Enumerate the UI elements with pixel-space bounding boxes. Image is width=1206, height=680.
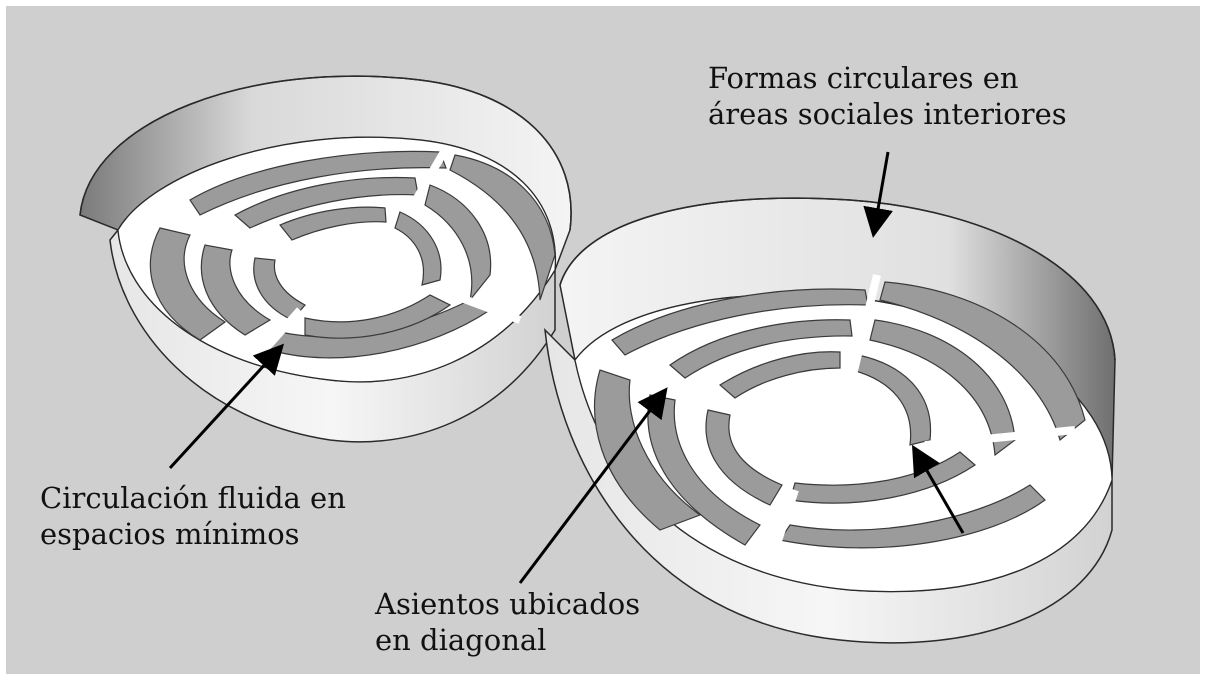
annotation-diagonal-seats: Asientos ubicados en diagonal — [375, 586, 640, 658]
right-aisles — [603, 274, 1076, 567]
right-seats-middle-ring — [647, 319, 1016, 546]
right-seats-inner-ring — [705, 351, 932, 506]
annotation-fluid-circulation-line2: espacios mínimos — [40, 517, 300, 551]
arrow-seat-detail — [911, 444, 965, 534]
left-seats-inner-ring — [253, 206, 442, 321]
annotation-fluid-circulation: Circulación fluida en espacios mínimos — [40, 480, 346, 552]
arrow-fluid-circulation — [168, 343, 285, 470]
annotation-circular-forms: Formas circulares en áreas sociales inte… — [708, 60, 1067, 132]
left-seats-outer-ring — [149, 150, 556, 359]
arrow-diagonal-seats — [518, 387, 668, 584]
annotation-circular-forms-line2: áreas sociales interiores — [708, 97, 1067, 131]
annotation-fluid-circulation-line1: Circulación fluida en — [40, 481, 346, 515]
arrow-circular-forms — [863, 151, 893, 238]
right-seats-outer-ring — [594, 281, 1086, 549]
annotation-circular-forms-line1: Formas circulares en — [708, 61, 1019, 95]
callout-arrows — [168, 151, 965, 584]
annotation-diagonal-seats-line1: Asientos ubicados — [375, 587, 641, 621]
right-bowl-rim — [559, 197, 1116, 361]
annotation-diagonal-seats-line2: en diagonal — [375, 623, 547, 657]
left-bowl — [79, 75, 572, 443]
left-seats-middle-ring — [200, 176, 492, 339]
left-bowl-rim — [79, 75, 572, 231]
right-bowl — [544, 197, 1116, 644]
